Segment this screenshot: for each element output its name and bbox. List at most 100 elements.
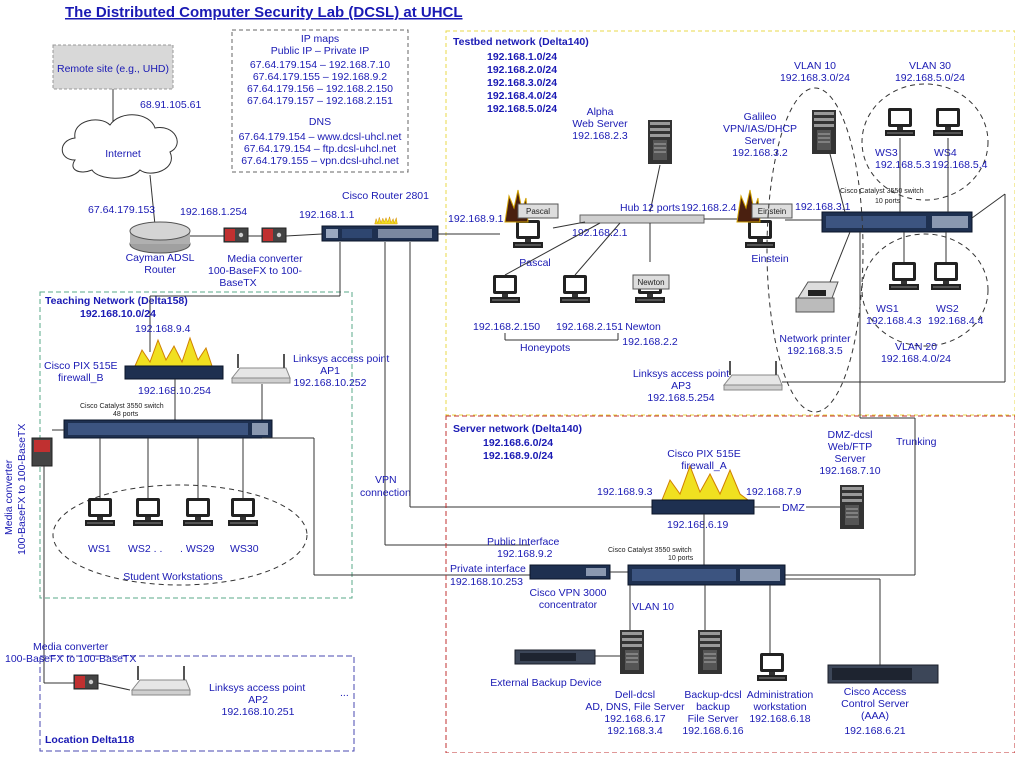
dell-ip-1: 192.168.6.17 bbox=[604, 713, 665, 725]
ap1-ip: 192.168.10.252 bbox=[294, 377, 367, 389]
testbed-switch-label-1: Cisco Catalyst 3550 switch bbox=[840, 188, 924, 195]
ap1-label-2: AP1 bbox=[320, 365, 340, 377]
location-region bbox=[39, 655, 355, 752]
teaching-subnet: 192.168.10.0/24 bbox=[80, 308, 156, 320]
dns-row: 67.64.179.155 – vpn.dcsl-uhcl.net bbox=[241, 155, 399, 167]
acs-label-1: Cisco Access bbox=[844, 686, 906, 698]
server-switch-label-2: 10 ports bbox=[668, 555, 694, 562]
backup-label-1: Backup-dcsl bbox=[684, 689, 741, 701]
einstein-right-ip: 192.168.3.1 bbox=[795, 201, 851, 213]
dns-row: 67.64.179.154 – www.dcsl-uhcl.net bbox=[239, 131, 402, 143]
admin-label-2: workstation bbox=[752, 701, 806, 713]
vlan30-net: 192.168.5.0/24 bbox=[895, 72, 965, 84]
teaching-switch-icon bbox=[63, 419, 273, 439]
cisco-router-icon bbox=[321, 225, 439, 242]
alpha-ip: 192.168.2.3 bbox=[572, 130, 628, 142]
cayman-router-icon bbox=[129, 221, 191, 254]
teaching-title: Teaching Network (Delta158) bbox=[45, 295, 188, 307]
galileo-label-1: Galileo bbox=[744, 111, 777, 123]
ap3-icon bbox=[723, 360, 783, 391]
ws1-testbed-ip: 192.168.4.3 bbox=[866, 315, 922, 327]
dmz-label-1: DMZ-dcsl bbox=[828, 429, 873, 441]
fw-a-label-1: Cisco PIX 515E bbox=[667, 448, 741, 460]
dns-title: DNS bbox=[309, 116, 331, 128]
ws3-label: WS3 bbox=[875, 147, 898, 159]
einstein-label: Einstein bbox=[751, 253, 789, 265]
ap3-ip: 192.168.5.254 bbox=[647, 392, 714, 404]
vlan30-ellipse bbox=[861, 83, 989, 201]
location-ellipsis: ... bbox=[340, 687, 349, 699]
testbed-subnet: 192.168.1.0/24 bbox=[487, 51, 557, 63]
location-title: Location Delta118 bbox=[45, 734, 134, 746]
media-conv-label-3: BaseTX bbox=[219, 277, 256, 289]
testbed-subnet: 192.168.4.0/24 bbox=[487, 90, 557, 102]
cayman-label-1: Cayman ADSL bbox=[126, 252, 195, 264]
hub-label: Hub 12 ports bbox=[620, 202, 680, 214]
ws3-pc-icon bbox=[884, 107, 916, 137]
teaching-switch-label-2: 48 ports bbox=[113, 411, 139, 418]
alpha-label-2: Web Server bbox=[572, 118, 628, 130]
ws4-pc-icon bbox=[932, 107, 964, 137]
vlan30-label: VLAN 30 bbox=[909, 60, 951, 72]
galileo-label-2: VPN/IAS/DHCP bbox=[723, 123, 797, 135]
honeypot-1-pc-icon bbox=[489, 274, 521, 304]
student-ws-pc-icon bbox=[84, 497, 116, 527]
acs-server-icon bbox=[827, 664, 939, 684]
location-media-conv-2: 100-BaseFX to 100-BaseTX bbox=[5, 653, 136, 665]
teaching-switch-label-1: Cisco Catalyst 3550 switch bbox=[80, 403, 164, 410]
ws1-testbed-pc-icon bbox=[888, 261, 920, 291]
dmz-label: DMZ bbox=[782, 502, 805, 514]
ipmap-row: 67.64.179.154 – 192.168.7.10 bbox=[250, 59, 390, 71]
einstein-screen bbox=[751, 203, 793, 219]
dell-label-2: AD, DNS, File Server bbox=[585, 701, 685, 713]
einstein-pc-icon bbox=[744, 219, 776, 249]
fw-b-label-1: Cisco PIX 515E bbox=[44, 360, 118, 372]
internet-label: Internet bbox=[105, 148, 141, 160]
location-media-conv-1: Media converter bbox=[33, 641, 109, 653]
alpha-server-icon bbox=[647, 119, 673, 165]
fw-b-label-2: firewall_B bbox=[58, 372, 104, 384]
acs-label-3: (AAA) bbox=[861, 710, 889, 722]
ap1-icon bbox=[231, 353, 291, 384]
vpn-concentrator-icon bbox=[529, 564, 611, 580]
testbed-switch-icon bbox=[821, 211, 973, 233]
student-ws-label: WS1 bbox=[88, 543, 111, 555]
student-ws-pc-icon bbox=[132, 497, 164, 527]
dns-row: 67.64.179.154 – ftp.dcsl-uhcl.net bbox=[244, 143, 396, 155]
students-ellipse bbox=[52, 484, 308, 586]
pascal-label: Pascal bbox=[519, 257, 551, 269]
firewall-b-flame-icon bbox=[134, 336, 213, 367]
acs-label-2: Control Server bbox=[841, 698, 909, 710]
external-backup-icon bbox=[514, 649, 596, 665]
galileo-ip: 192.168.3.2 bbox=[732, 147, 788, 159]
testbed-subnet: 192.168.5.0/24 bbox=[487, 103, 557, 115]
einstein-screen-label: Einstein bbox=[758, 207, 786, 216]
pascal-pc-icon bbox=[512, 219, 544, 249]
dmz-server-icon bbox=[839, 484, 865, 530]
newton-ip: 192.168.2.2 bbox=[622, 336, 678, 348]
ipmaps-subtitle: Public IP – Private IP bbox=[271, 45, 369, 57]
teaching-media-converter-icon bbox=[31, 437, 53, 467]
hub-icon bbox=[579, 214, 705, 224]
students-label: Student Workstations bbox=[123, 571, 223, 583]
admin-workstation-icon bbox=[756, 652, 788, 682]
location-media-converter-icon bbox=[73, 674, 99, 690]
dmz-ip: 192.168.7.10 bbox=[819, 465, 880, 477]
ap3-label-1: Linksys access point bbox=[633, 368, 729, 380]
ap1-label-1: Linksys access point bbox=[293, 353, 389, 365]
dell-server-icon bbox=[619, 629, 645, 675]
network-printer-icon bbox=[795, 281, 839, 313]
vpn-connection-label-2: connection bbox=[360, 487, 411, 499]
printer-label: Network printer bbox=[779, 333, 851, 345]
admin-ip: 192.168.6.18 bbox=[749, 713, 810, 725]
remote-site-ip: 68.91.105.61 bbox=[140, 99, 201, 111]
ipmaps-title: IP maps bbox=[301, 33, 339, 45]
pascal-screen-label: Pascal bbox=[526, 207, 550, 216]
media-converter-icon bbox=[261, 227, 287, 243]
firewall-a-icon bbox=[651, 499, 755, 515]
ap3-label-2: AP3 bbox=[671, 380, 691, 392]
server-region bbox=[445, 415, 1015, 754]
private-interface-label: Private interface bbox=[450, 563, 526, 575]
galileo-label-3: Server bbox=[745, 135, 776, 147]
